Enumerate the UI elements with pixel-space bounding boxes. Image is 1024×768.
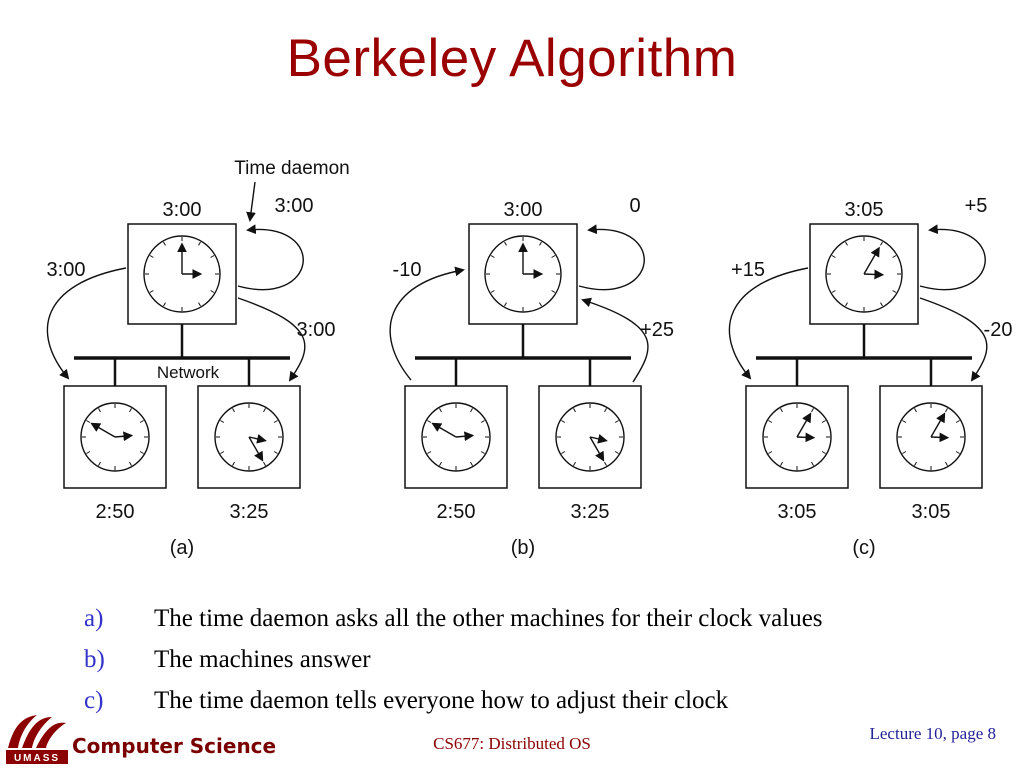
clock-face <box>80 402 150 472</box>
panel-label: (c) <box>852 537 875 559</box>
footer-page-number: Lecture 10, page 8 <box>869 724 997 743</box>
hour-hand <box>114 431 134 442</box>
list-item: c) The time daemon tells everyone how to… <box>84 680 994 721</box>
bullet-text-a: The time daemon asks all the other machi… <box>154 605 823 632</box>
left-offset-label: -10 <box>393 259 422 281</box>
hour-hand <box>930 432 950 443</box>
clock-face <box>484 235 562 313</box>
hour-hand <box>455 431 475 442</box>
minute-hand <box>863 246 880 275</box>
right-message-arrow <box>919 297 988 382</box>
self-loop-arrow <box>237 224 304 291</box>
machine-time-label: 3:25 <box>571 501 610 523</box>
logo-text: UMASS <box>14 753 60 764</box>
bullet-text-b: The machines answer <box>154 646 371 673</box>
machine-time-label: 2:50 <box>96 501 135 523</box>
logo-swoosh <box>8 715 37 748</box>
bullet-text-c: The time daemon tells everyone how to ad… <box>154 687 729 714</box>
bullet-list: a) The time daemon asks all the other ma… <box>84 598 994 721</box>
machine-time-label: 2:50 <box>437 501 476 523</box>
clock-face <box>555 402 625 472</box>
master-time-label: 3:00 <box>504 199 543 221</box>
master-time-label: 3:00 <box>163 199 202 221</box>
machine-box <box>538 385 642 489</box>
right-offset-label: 3:00 <box>297 319 336 341</box>
hour-hand <box>863 269 885 280</box>
master-time-label: 3:05 <box>845 199 884 221</box>
page-title: Berkeley Algorithm <box>286 29 738 88</box>
bullet-marker-b: b) <box>84 646 105 673</box>
time-daemon-label: Time daemon <box>234 158 349 179</box>
minute-hand <box>90 422 116 438</box>
time-daemon-pointer-arrow <box>246 181 256 222</box>
self-offset-label: +5 <box>965 195 988 217</box>
minute-hand <box>930 412 946 438</box>
network-label: Network <box>157 363 220 382</box>
logo-swoosh <box>22 717 52 748</box>
hour-hand <box>248 434 267 444</box>
left-message-arrow <box>389 266 465 381</box>
machine-box <box>879 385 983 489</box>
left-message-arrow <box>46 267 127 380</box>
left-message-arrow <box>728 267 809 380</box>
machine-time-label: 3:05 <box>778 501 817 523</box>
panel-label: (b) <box>511 537 535 559</box>
hour-hand <box>796 432 816 443</box>
hour-hand <box>589 434 608 444</box>
machine-box <box>63 385 167 489</box>
diagram-panel-b: 3:00 0 2:50 3:25 (b) -10 +25 <box>389 195 674 559</box>
minute-hand <box>431 422 457 438</box>
machine-time-label: 3:25 <box>230 501 269 523</box>
machine-time-label: 3:05 <box>912 501 951 523</box>
self-offset-label: 0 <box>629 195 640 217</box>
bullet-marker-c: c) <box>84 687 104 714</box>
list-item: b) The machines answer <box>84 639 994 680</box>
machine-box <box>197 385 301 489</box>
self-offset-label: 3:00 <box>275 195 314 217</box>
clock-face <box>421 402 491 472</box>
logo-swoosh <box>36 722 66 748</box>
left-offset-label: 3:00 <box>47 259 86 281</box>
minute-hand <box>589 436 605 462</box>
right-message-arrow <box>237 297 306 382</box>
machine-box <box>404 385 508 489</box>
minute-hand <box>248 436 264 462</box>
machine-box <box>745 385 849 489</box>
self-loop-arrow <box>919 224 986 291</box>
list-item: a) The time daemon asks all the other ma… <box>84 598 994 639</box>
clock-face <box>214 402 284 472</box>
right-offset-label: +25 <box>640 319 674 341</box>
logo-bar <box>6 750 68 764</box>
clock-face <box>143 235 221 313</box>
right-offset-label: -20 <box>984 319 1013 341</box>
minute-hand <box>796 412 812 438</box>
umass-logo: UMASS <box>6 715 68 764</box>
right-message-arrow <box>581 297 649 383</box>
clock-face <box>825 235 903 313</box>
left-offset-label: +15 <box>731 259 765 281</box>
panel-label: (a) <box>170 537 194 559</box>
footer-course: CS677: Distributed OS <box>433 734 591 753</box>
bullet-marker-a: a) <box>84 605 104 632</box>
clock-face <box>896 402 966 472</box>
footer-department: Computer Science <box>72 734 277 758</box>
self-loop-arrow <box>578 224 645 291</box>
clock-face <box>762 402 832 472</box>
diagram-panel-c: 3:05 +5 3:05 3:05 (c) +15 -20 <box>728 195 1013 559</box>
